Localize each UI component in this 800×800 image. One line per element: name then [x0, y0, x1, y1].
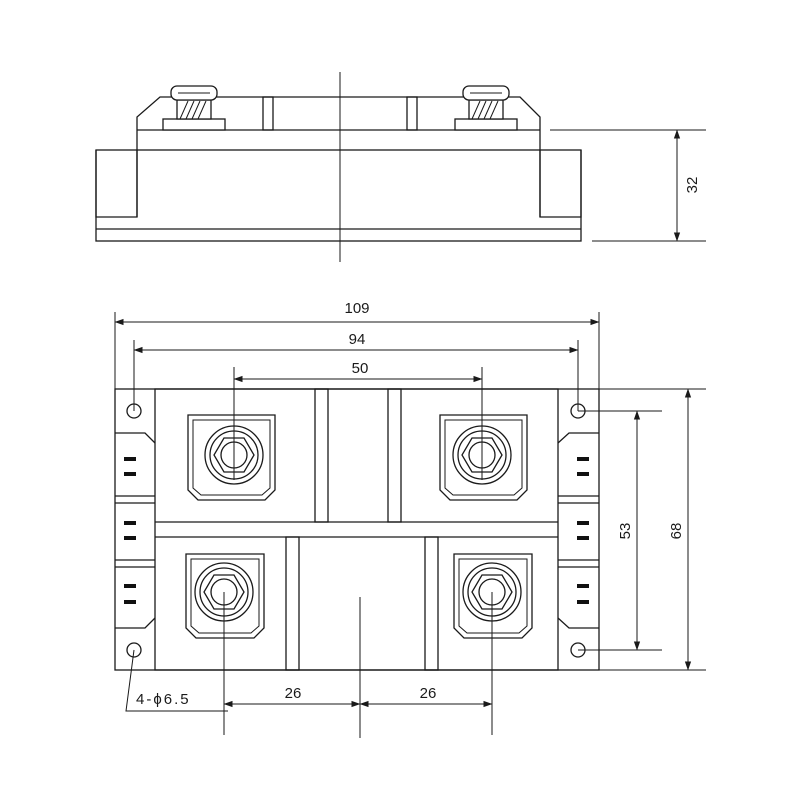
side-left-tab [95, 150, 138, 218]
side-divider-right [406, 96, 418, 131]
top-housing [154, 388, 559, 671]
side-screw-right [454, 85, 518, 131]
top-rib-upper-right [387, 388, 402, 523]
dim-label-94: 94 [349, 331, 366, 348]
dim-label-53: 53 [617, 523, 634, 540]
side-base-plate [95, 149, 582, 242]
terminal-top-right [439, 414, 528, 501]
right-tab-lower-edge [557, 617, 599, 629]
hole-note-label: 4-ϕ6.5 [136, 691, 191, 708]
left-tab-upper-edge [115, 432, 156, 444]
side-screw-left [162, 85, 226, 131]
terminal-bottom-left [185, 553, 265, 639]
terminal-bottom-right [453, 553, 533, 639]
dim-side-height: 32 [550, 129, 706, 242]
dim-label-68: 68 [668, 523, 685, 540]
dim-bottom-left-spacing: 26 [223, 685, 361, 708]
dim-label-109: 109 [344, 300, 369, 317]
top-rib-lower-right [424, 536, 439, 671]
dim-overall-height: 68 [668, 388, 692, 671]
dim-label-26-right: 26 [420, 685, 437, 702]
right-tab-upper-edge [557, 432, 599, 444]
left-pin-group [124, 457, 136, 604]
dim-label-26-left: 26 [285, 685, 302, 702]
top-view: 109 94 50 53 68 26 26 [114, 300, 706, 738]
dim-terminal-spacing: 50 [233, 360, 483, 383]
dim-overall-width: 109 [114, 300, 600, 326]
left-tab-lower-edge [115, 617, 156, 629]
dim-bottom-right-spacing: 26 [359, 685, 493, 708]
top-rib-lower-left [285, 536, 300, 671]
terminal-top-left [187, 414, 276, 501]
dim-hole-spacing-y: 53 [617, 410, 641, 651]
mount-hole-bottom-left [126, 642, 142, 658]
dim-label-32: 32 [684, 177, 701, 194]
top-rib-upper-left [314, 388, 329, 523]
right-pin-group [577, 457, 589, 604]
side-view: 32 [95, 72, 706, 262]
dim-label-50: 50 [352, 360, 369, 377]
side-right-tab [539, 150, 582, 218]
hole-callout: 4-ϕ6.5 [125, 649, 228, 712]
side-divider-left [262, 96, 274, 131]
dim-hole-spacing-x: 94 [133, 331, 579, 354]
